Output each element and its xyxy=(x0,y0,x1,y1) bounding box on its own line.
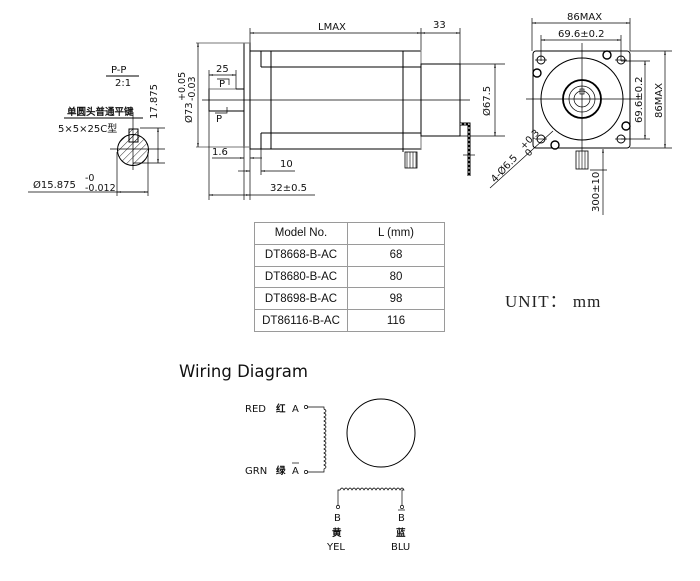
lmax-dim: LMAX xyxy=(318,22,346,33)
hole-tol-lower: 0 xyxy=(523,147,535,159)
front-view: 86MAX 69.6±0.2 xyxy=(488,12,672,215)
key-size-label: 5×5×25C型 xyxy=(58,122,117,135)
section-scale: 2:1 xyxy=(115,78,131,89)
unit-label: UNIT： mm xyxy=(505,292,602,311)
cell-length: 98 xyxy=(347,287,445,311)
terminal-a-bar: A xyxy=(292,466,299,477)
wiring-diagram: RED 红 A GRN 绿 A B 黄 YEL B 蓝 BLU xyxy=(245,398,416,553)
key-label-cn: 单圆头普通平键 xyxy=(67,106,134,118)
connector-front xyxy=(575,150,589,170)
lead-len-dim: 300±10 xyxy=(591,172,602,212)
screws xyxy=(532,50,631,150)
width-max-dim: 86MAX xyxy=(567,12,602,23)
lead-wire-cable xyxy=(460,122,475,176)
hole-spacing-h-dim: 69.6±0.2 xyxy=(558,29,605,40)
wiring-diagram-title: Wiring Diagram xyxy=(179,362,308,381)
shaft-dia-dim: Ø15.875 xyxy=(33,179,76,191)
flange-tol-upper: +0.05 xyxy=(177,72,188,101)
header-length: L (mm) xyxy=(347,222,445,245)
section-title: P-P xyxy=(111,65,126,76)
boss-dim: 1.6 xyxy=(212,147,228,158)
flange-dia-dim: Ø73 xyxy=(183,102,195,123)
hole-spacing-v-dim: 69.6±0.2 xyxy=(634,76,645,123)
shaft-tol-lower: -0.012 xyxy=(85,183,116,194)
section-view-pp: P-P 2:1 单圆头普通平键 5×5×25C型 17.875 Ø15.875 … xyxy=(28,65,165,196)
wire-a-bar-color-en: GRN xyxy=(245,466,267,477)
flange-thk-dim: 10 xyxy=(280,159,293,170)
cell-length: 116 xyxy=(347,309,445,332)
cell-model: DT8698-B-AC xyxy=(254,287,348,311)
cell-length: 80 xyxy=(347,265,445,289)
side-view: LMAX 33 Ø73 +0.05 -0.03 25 xyxy=(177,20,505,200)
cell-model: DT8668-B-AC xyxy=(254,243,348,267)
wire-b-bar-color-en: BLU xyxy=(391,542,410,553)
table-row: DT8698-B-AC 98 xyxy=(254,287,445,311)
wire-b-color-cn: 黄 xyxy=(332,527,342,539)
terminal-b-bar: B xyxy=(398,513,405,524)
wire-a-color-cn: 红 xyxy=(276,403,286,415)
table-row: DT86116-B-AC 116 xyxy=(254,309,445,332)
terminal-a: A xyxy=(292,404,299,415)
table-header-row: Model No. L (mm) xyxy=(254,222,445,245)
table-row: DT8680-B-AC 80 xyxy=(254,265,445,289)
rear-dia-dim: Ø67.5 xyxy=(481,86,493,116)
connector-side xyxy=(404,151,418,169)
header-model-no: Model No. xyxy=(254,222,348,245)
section-marker-bottom: P xyxy=(216,114,222,125)
shaft-len-dim: 32±0.5 xyxy=(270,183,307,194)
section-marker-top: P xyxy=(219,79,225,90)
key-len-dim: 25 xyxy=(216,64,229,75)
coil-a xyxy=(307,406,327,473)
flange-tol-lower: -0.03 xyxy=(187,76,198,101)
wire-a-color-en: RED xyxy=(245,404,266,415)
height-max-dim: 86MAX xyxy=(654,83,665,118)
mounting-holes xyxy=(535,55,627,144)
wire-a-bar-color-cn: 绿 xyxy=(276,465,286,477)
wire-b-bar-color-cn: 蓝 xyxy=(396,527,406,539)
cell-length: 68 xyxy=(347,243,445,267)
hole-dim: 4-Ø6.5 xyxy=(488,152,520,185)
table-row: DT8668-B-AC 68 xyxy=(254,243,445,267)
model-table: Model No. L (mm) DT8668-B-AC 68 DT8680-B… xyxy=(254,222,445,332)
key-section xyxy=(128,128,139,143)
cell-model: DT8680-B-AC xyxy=(254,265,348,289)
coil-b xyxy=(337,487,405,505)
key-height-dim: 17.875 xyxy=(149,84,160,119)
terminal-b: B xyxy=(334,513,341,524)
shaft-ext-dim: 33 xyxy=(433,20,446,31)
shaft-tol-upper: -0 xyxy=(85,173,94,184)
cell-model: DT86116-B-AC xyxy=(254,309,348,332)
wire-b-color-en: YEL xyxy=(326,542,345,553)
rotor-symbol xyxy=(346,398,416,468)
